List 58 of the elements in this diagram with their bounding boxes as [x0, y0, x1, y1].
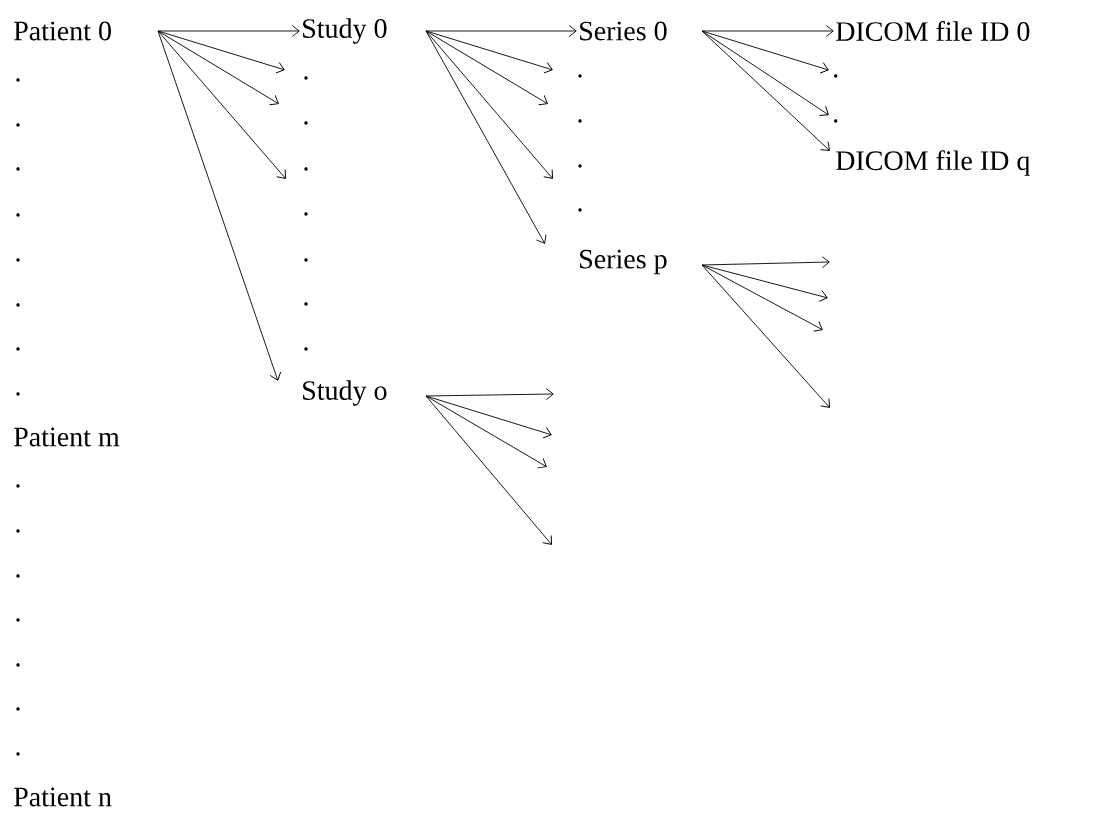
node-label: Study o	[303, 380, 387, 406]
ellipsis-dot: .	[16, 484, 20, 488]
arrow	[425, 25, 577, 37]
node-label: Patient m	[14, 427, 120, 447]
ellipsis-dot: .	[16, 167, 20, 171]
ellipsis-dot: .	[16, 618, 20, 622]
arrow	[701, 264, 830, 408]
node-label: DICOM file ID q	[836, 150, 1030, 176]
ellipsis-dot: .	[578, 208, 582, 212]
ellipsis-dot: .	[16, 707, 20, 711]
arrow	[425, 30, 548, 106]
arrow	[701, 30, 830, 151]
node-label: Patient n	[14, 787, 112, 807]
ellipsis-dot: .	[578, 74, 582, 78]
node-label: Series p	[580, 249, 667, 275]
ellipsis-dot: .	[304, 167, 308, 171]
arrow	[157, 30, 279, 106]
arrow	[425, 395, 552, 545]
ellipsis-dot: .	[16, 303, 20, 307]
ellipsis-dot: .	[16, 78, 20, 82]
ellipsis-dot: .	[16, 752, 20, 756]
ellipsis-dot: .	[304, 258, 308, 262]
arrow	[425, 30, 547, 244]
arrow	[157, 30, 285, 74]
arrow	[425, 388, 554, 401]
arrow	[701, 30, 829, 74]
node-label: Patient 0	[14, 21, 111, 41]
node-label: DICOM file ID 0	[836, 21, 1030, 41]
ellipsis-dot: .	[304, 347, 308, 351]
ellipsis-dot: .	[16, 258, 20, 262]
ellipsis-dot: .	[16, 392, 20, 396]
ellipsis-dot: .	[304, 302, 308, 306]
ellipsis-dot: .	[16, 529, 20, 533]
arrow	[157, 25, 300, 37]
node-label: Series 0	[580, 21, 667, 41]
arrow	[701, 264, 823, 332]
arrow	[425, 30, 553, 74]
ellipsis-dot: .	[578, 164, 582, 168]
ellipsis-dot: .	[16, 347, 20, 351]
arrow	[157, 30, 282, 381]
arrow	[425, 395, 547, 469]
ellipsis-dot: .	[16, 574, 20, 578]
ellipsis-dot: .	[304, 121, 308, 125]
ellipsis-dot: .	[16, 663, 20, 667]
arrow	[701, 25, 834, 37]
ellipsis-dot: .	[16, 123, 20, 127]
ellipsis-dot: .	[578, 119, 582, 123]
ellipsis-dot: .	[304, 76, 308, 80]
arrow	[701, 256, 830, 269]
node-label: .	[834, 74, 838, 78]
ellipsis-dot: .	[16, 213, 20, 217]
arrow	[425, 30, 553, 179]
ellipsis-dot: .	[304, 212, 308, 216]
arrow	[701, 264, 828, 302]
node-label: .	[834, 119, 838, 123]
arrow	[425, 395, 552, 439]
arrow	[157, 30, 286, 179]
node-label: Study 0	[303, 18, 387, 44]
